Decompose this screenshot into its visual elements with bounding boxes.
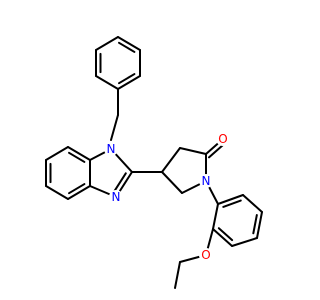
bond-ar3-ar4 [256,211,263,239]
bond-ar5-ar6-inner [217,227,234,242]
bonds [45,36,263,289]
bond-ph1-ph2 [117,36,141,51]
bond-ar1-ar2-inner [222,199,242,208]
atom-label-O_ether: O [201,248,210,262]
bond-C3p-C2p [179,147,207,155]
bond-C4-C5 [45,185,69,200]
atom-label-N_lactam: N [202,174,211,188]
atom-labels: N N N O O [104,132,230,262]
bond-ph1-ph2-inner [118,41,136,53]
bond-C5p-C4p [161,171,183,194]
bond-ar1-ar2 [217,194,244,205]
bond-ar2-ar3 [242,194,263,213]
bond-et1-et2 [174,261,181,289]
atom-bg-N3 [109,190,123,204]
bond-ph3-ph4-inner [118,73,136,85]
bond-ar5-ar6 [212,228,233,247]
bond-C2-N3-inner [113,172,127,192]
bond-ch2a-ch2b [110,114,119,141]
atom-bg-N_lactam [199,174,213,188]
bond-C7-C7a [67,146,91,161]
bond-ph4-ph5 [95,75,119,90]
atom-label-N1: N [107,142,116,156]
bond-ar6-ar1 [212,203,219,230]
bond-C7-C7a-inner [68,151,86,163]
atom-label-O_carbonyl: O [218,132,227,146]
bond-ph3-ph4 [117,75,141,90]
bond-C3a-C4 [67,185,91,200]
bond-ar3-ar4-inner [252,214,258,235]
bond-ph6-ph1 [95,36,119,51]
atom-bg-O_carbonyl [216,132,230,146]
bond-C4p-C3p [161,147,181,173]
atom-bg-N1 [104,142,118,156]
bond-C3a-C4-inner [68,183,86,195]
molecule-diagram: N N N O O [45,36,263,289]
atom-label-N3: N [112,190,121,204]
bond-ar4-ar5 [231,237,258,247]
atom-bg-O_ether [199,248,213,262]
bond-C6-C7 [45,146,69,161]
